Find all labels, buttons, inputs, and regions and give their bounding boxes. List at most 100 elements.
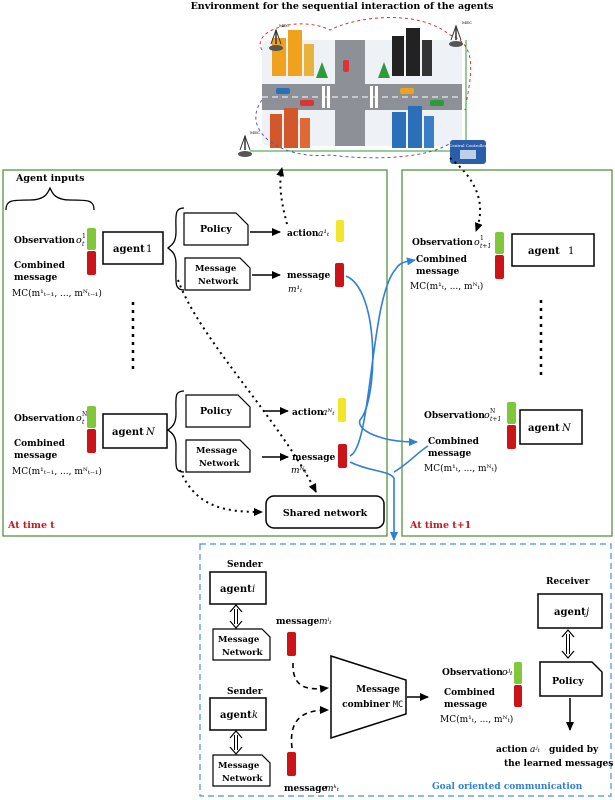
t-agentN-msgnet-label-2: Network xyxy=(199,459,241,469)
receiver-heading: Receiver xyxy=(546,577,590,587)
t1-agentN-obs-sup: N xyxy=(490,408,495,415)
mec-label: MEC xyxy=(279,23,289,28)
sender-k-message-symbol: mᵏₜ xyxy=(325,784,340,794)
observation-bar xyxy=(495,232,504,254)
t-agent1-msgnet-box xyxy=(184,257,251,291)
sender-k-double-arrow xyxy=(229,730,243,755)
goal-combined-label: Combined xyxy=(444,688,496,698)
receiver-action-text-2: the learned messages xyxy=(504,759,613,769)
goal-oriented-frame xyxy=(199,543,612,797)
t-agentN-box xyxy=(102,413,168,449)
t-agent1-policy-box xyxy=(183,212,249,246)
base-station-icon xyxy=(449,24,463,47)
time-t-frame xyxy=(2,169,388,537)
t-agent1-label: agent xyxy=(113,244,145,255)
action-bar xyxy=(336,220,344,242)
combiner-label-2: combiner xyxy=(342,700,390,710)
t-agent1-mc-text: MC(m¹ₜ₋₁, ..., mᴺₜ₋₁) xyxy=(12,288,102,299)
t-agent1-obs-symbol: o xyxy=(76,235,82,246)
sender-k-msgnet-box xyxy=(212,754,271,787)
t-agentN-brace xyxy=(167,390,185,473)
t-agentN-combined-label: Combined xyxy=(14,439,66,449)
t1-agentN-box xyxy=(519,409,583,445)
sender-i-msgnet-label-2: Network xyxy=(222,648,264,658)
sender-i-msgnet-box xyxy=(212,628,271,661)
t-agentN-msgnet-box xyxy=(185,439,251,473)
time-t1-caption: At time t+1 xyxy=(409,520,471,531)
time-t1-frame xyxy=(401,169,613,537)
t1-agentN-combined-label-2: message xyxy=(428,449,472,459)
base-station-icon xyxy=(269,28,283,51)
t-agentN-action-label: action xyxy=(292,408,324,418)
agent-inputs-heading: Agent inputs xyxy=(15,173,84,184)
base-station-icon xyxy=(238,134,252,157)
receiver-action-text: guided by xyxy=(549,745,599,755)
environment-title: Environment for the sequential interacti… xyxy=(191,1,494,12)
t1-agent1-combined-label: Combined xyxy=(416,255,468,265)
sender-i-message-symbol: mⁱₜ xyxy=(319,617,332,627)
combined-message-bar xyxy=(507,425,516,449)
t1-agent1-obs-sub: t+1 xyxy=(480,243,491,250)
action-bar xyxy=(338,398,346,422)
sender-k-box xyxy=(209,697,267,731)
sender-i-message-label: message xyxy=(276,617,320,627)
t1-agent1-obs-symbol: o xyxy=(474,237,480,248)
sender-k-msgnet-label-2: Network xyxy=(222,774,264,784)
t1-agent1-mc-text: MC(m¹ₜ, ..., mᴺₜ) xyxy=(410,281,483,292)
goal-mc-text: MC(m¹ₜ, ..., mᴺₜ) xyxy=(440,714,513,725)
t1-agentN-obs-sub: t+1 xyxy=(490,416,501,423)
t-agent1-obs-sub: t xyxy=(82,241,85,248)
receiver-index: j xyxy=(584,607,589,618)
sender-k-msgnet-label: Message xyxy=(218,761,260,771)
combined-message-bar xyxy=(87,251,96,275)
sender-k-index: k xyxy=(252,710,258,721)
combined-message-bar xyxy=(514,685,522,707)
t1-agentN-combined-label: Combined xyxy=(428,437,480,447)
sender-i-box xyxy=(209,571,267,605)
t-agentN-obs-symbol: o xyxy=(76,413,82,424)
t-agentN-label: agent xyxy=(112,427,144,438)
messageN-to-goal-arrow-start xyxy=(349,461,395,479)
sender-i-msgnet-label: Message xyxy=(218,635,260,645)
observation-bar xyxy=(507,402,516,424)
t-agent1-action-label: action xyxy=(287,229,319,239)
t1-agent1-box xyxy=(511,233,595,267)
message1-to-next-step-arrow xyxy=(345,275,418,446)
environment-to-observation-link xyxy=(449,157,483,232)
combiner-mc-label: MC xyxy=(393,700,403,710)
t-agent1-brace xyxy=(167,207,185,291)
t1-agent1-index: 1 xyxy=(568,246,574,257)
action-to-environment-link xyxy=(276,167,288,225)
t-agentN-message-symbol: mᴺₜ xyxy=(291,466,307,476)
t-agent1-message-symbol: m¹ₜ xyxy=(288,285,303,295)
t-agent1-msgnet-label-2: Network xyxy=(198,277,240,287)
agentN-to-shared-link xyxy=(179,469,263,516)
receiver-policy-box xyxy=(539,661,603,697)
combined-message-bar xyxy=(87,429,96,453)
receiver-action-symbol: aʲₜ xyxy=(530,745,541,755)
t-agent1-box xyxy=(102,231,164,265)
t1-agent1-combined-label-2: message xyxy=(416,267,460,277)
t1-agentN-index: N xyxy=(561,423,572,434)
t1-agentN-obs-label: Observation xyxy=(424,411,485,421)
receiver-box xyxy=(537,593,603,629)
message-combiner-box xyxy=(330,654,407,740)
sender-i-to-combiner-link xyxy=(292,662,329,693)
t1-agentN-label: agent xyxy=(528,423,560,434)
receiver-label: agent xyxy=(554,607,586,618)
t-agentN-obs-sup: N xyxy=(82,411,87,418)
t-agent1-index: 1 xyxy=(146,244,152,255)
sender-k-label: agent xyxy=(220,710,252,721)
sender-i-double-arrow xyxy=(229,604,243,629)
central-controller-icon: Central Controller xyxy=(449,140,487,164)
t-agentN-policy-box xyxy=(185,394,251,428)
t-agentN-index: N xyxy=(145,427,156,438)
shared-network-box xyxy=(265,495,385,529)
t-agent1-msgnet-label: Message xyxy=(195,264,237,274)
agent1-to-shared-link xyxy=(177,279,317,493)
goal-oriented-caption: Goal oriented communication xyxy=(432,782,583,792)
sender-k-heading: Sender xyxy=(227,687,263,697)
message-to-t1-link xyxy=(393,445,429,473)
t-agentN-policy-label: Policy xyxy=(200,406,232,417)
